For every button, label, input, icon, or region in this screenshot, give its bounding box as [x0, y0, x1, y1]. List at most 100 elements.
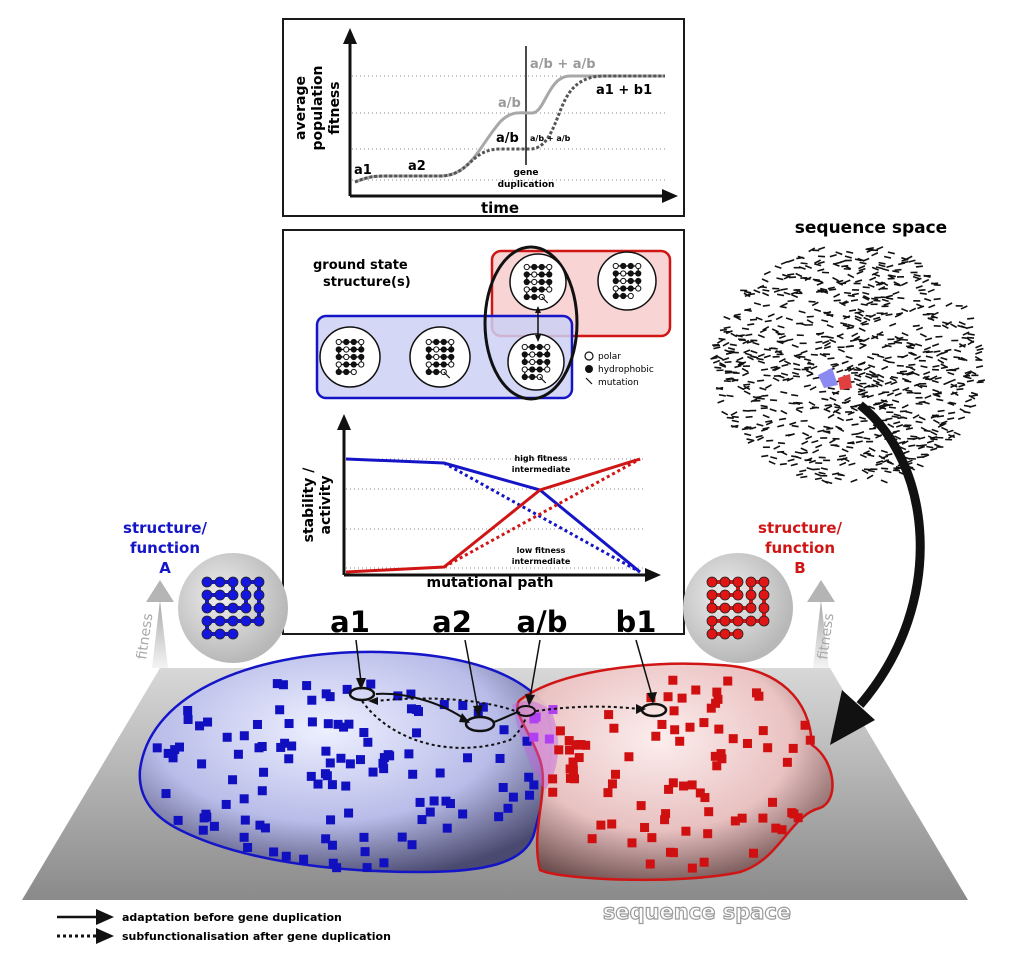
node-blue [344, 719, 354, 729]
label-a1-plus-b1: a1 + b1 [596, 83, 652, 98]
landscape-label-a2: a2 [432, 605, 472, 639]
node-blue [508, 792, 518, 802]
node-red [712, 687, 722, 697]
node-red [610, 769, 620, 779]
node-red [571, 740, 581, 750]
low-fitness-label-1: low fitness [517, 546, 566, 555]
lattice-protein [425, 338, 455, 379]
node-blue [161, 789, 171, 799]
hydrophobic-legend-icon [585, 365, 593, 373]
node-blue [362, 863, 372, 873]
node-red [704, 807, 714, 817]
node-blue [284, 719, 294, 729]
node-red [737, 813, 747, 823]
node-red [703, 829, 713, 839]
node-red [699, 857, 709, 867]
node-blue [435, 768, 445, 778]
node-blue [379, 764, 389, 774]
red-region-in-network [838, 374, 852, 390]
node-blue [221, 799, 231, 809]
node-blue [412, 728, 422, 738]
node-red [660, 815, 670, 825]
node-red [581, 740, 591, 750]
node-blue [239, 832, 249, 842]
node-blue [499, 725, 509, 735]
structure-b-label-3: B [794, 559, 805, 577]
node-blue [313, 779, 323, 789]
node-red [777, 825, 787, 835]
structure-b-label-1: structure/ [758, 519, 842, 537]
node-blue [183, 705, 193, 715]
legend-solid-label: adaptation before gene duplication [122, 911, 342, 924]
node-red [564, 736, 574, 746]
node-blue [269, 847, 279, 857]
node-blue [307, 717, 317, 727]
lattice-protein [523, 263, 553, 304]
node-red [706, 703, 716, 713]
legend-mutation: mutation [598, 378, 639, 388]
node-red [624, 752, 634, 762]
node-red [695, 788, 705, 798]
node-red [548, 774, 558, 784]
structure-b-chain [706, 576, 770, 640]
node-red [805, 735, 815, 745]
node-blue [302, 681, 312, 691]
node-overlap [529, 732, 539, 742]
low-fitness-label-2: intermediate [512, 557, 571, 566]
node-blue [307, 695, 317, 705]
node-red [758, 813, 768, 823]
node-red [717, 754, 727, 764]
node-blue [222, 732, 232, 742]
node-red [640, 822, 650, 832]
zoom-arrow [856, 401, 925, 708]
node-red [681, 826, 691, 836]
node-blue [280, 738, 290, 748]
node-blue [344, 808, 354, 818]
node-blue [413, 707, 423, 717]
label-a1-top: a1 [354, 163, 372, 178]
node-blue [529, 780, 539, 790]
node-red [691, 685, 701, 695]
node-blue [287, 741, 297, 751]
ylabel-line2: population [310, 66, 326, 151]
node-blue [257, 786, 267, 796]
node-red [636, 801, 646, 811]
node-blue [198, 825, 208, 835]
node-red [793, 813, 803, 823]
gene-dup-label-2: duplication [498, 180, 555, 190]
node-blue [458, 809, 468, 819]
node-red [711, 698, 721, 708]
structure-a-chain [201, 576, 265, 640]
node-red [627, 838, 637, 848]
node-red [565, 745, 575, 755]
node-blue [525, 790, 535, 800]
node-red [716, 749, 726, 759]
xlabel-time: time [481, 199, 519, 217]
legend-dotted-label: subfunctionalisation after gene duplicat… [122, 930, 391, 943]
node-blue [168, 753, 178, 763]
lattice-protein [521, 343, 551, 384]
node-blue [360, 847, 370, 857]
node-red [728, 734, 738, 744]
node-red [668, 848, 678, 858]
node-red [669, 706, 679, 716]
node-red [554, 745, 564, 755]
node-red [675, 736, 685, 746]
node-blue [170, 745, 180, 755]
node-red [800, 720, 810, 730]
node-blue [243, 842, 253, 852]
label-ab-grey: a/b [498, 96, 521, 111]
node-red [565, 764, 575, 774]
node-blue [393, 691, 403, 701]
red-solid-path [345, 457, 641, 574]
node-blue [332, 863, 342, 873]
node-red [651, 731, 661, 741]
node-blue [368, 767, 378, 777]
structure-a-label-1: structure/ [123, 519, 207, 537]
node-red [685, 722, 695, 732]
node-red [714, 724, 724, 734]
ab-to-a1-dotted [375, 697, 521, 714]
node-blue [320, 769, 330, 779]
